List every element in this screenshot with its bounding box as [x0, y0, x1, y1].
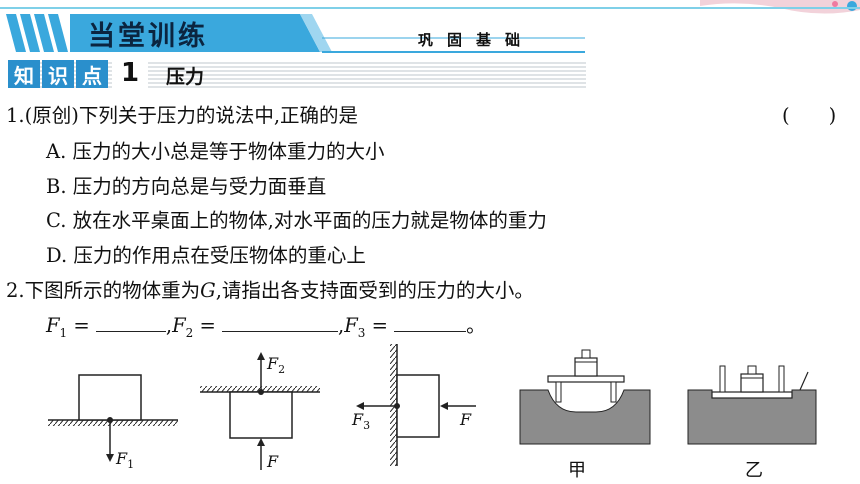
- blank-f2-label: F: [172, 314, 186, 337]
- question-1-text: (原创)下列关于压力的说法中,正确的是: [24, 104, 359, 127]
- option-b: B. 压力的方向总是与受力面垂直: [46, 175, 326, 199]
- question-2-text-a: 下图所示的物体重为: [24, 279, 201, 302]
- blank-f2-sub: 2: [185, 325, 194, 340]
- section-subtitle: 巩固基础: [418, 31, 535, 49]
- blank-f1-input[interactable]: [95, 313, 166, 332]
- fig2-force-letter: F: [267, 354, 279, 373]
- question-1-answer-bracket: ( ): [782, 104, 837, 127]
- blank-sep-2: ,: [338, 314, 345, 337]
- question-2-stem: 2.下图所示的物体重为G,请指出各支持面受到的压力的大小。: [6, 279, 534, 303]
- section-title: 当堂训练: [88, 21, 208, 52]
- knowledge-point-char-2: 识: [42, 60, 74, 88]
- figure-block-on-floor: [48, 374, 178, 462]
- figure-jia-caption: 甲: [568, 460, 586, 481]
- question-1-number: 1.: [6, 104, 25, 127]
- fig1-force-sub: 1: [127, 458, 135, 472]
- blank-f1-eq: =: [73, 314, 90, 337]
- blank-f1-sub: 1: [59, 325, 68, 340]
- question-1-stem: 1.(原创)下列关于压力的说法中,正确的是: [6, 104, 358, 128]
- fig1-force-letter: F: [116, 449, 128, 468]
- question-2-var-g: G: [200, 279, 216, 302]
- fig2-force-sub: 2: [278, 363, 286, 377]
- figure-yi-caption: 乙: [745, 460, 763, 481]
- fig3-push-label: F: [460, 410, 472, 429]
- fig3-force-label: F3: [352, 410, 370, 432]
- fig3-force-letter: F: [352, 410, 364, 429]
- figure-block-on-wall: [356, 344, 476, 466]
- blank-f3-eq: =: [371, 314, 388, 337]
- corner-decoration: [700, 0, 860, 14]
- option-d: D. 压力的作用点在受压物体的重心上: [46, 244, 366, 268]
- question-2-text-b: ,请指出各支持面受到的压力的大小。: [215, 279, 534, 302]
- knowledge-point-char-3: 点: [76, 60, 108, 88]
- fig2-force-label: F2: [267, 354, 285, 376]
- knowledge-point-char-1: 知: [8, 60, 40, 88]
- question-2-blanks: F1 = ,F2 = ,F3 = 。: [46, 313, 486, 345]
- knowledge-point-topic: 压力: [166, 66, 205, 88]
- top-edge-line: [0, 7, 860, 9]
- figure-yi: [687, 365, 817, 445]
- fig1-force-label: F1: [116, 449, 134, 471]
- blank-sep-1: ,: [165, 314, 173, 337]
- fig3-force-sub: 3: [363, 419, 371, 433]
- option-b-key: B.: [46, 175, 67, 198]
- question-2-number: 2.: [6, 279, 25, 302]
- option-a: A. 压力的大小总是等于物体重力的大小: [46, 140, 385, 164]
- option-c-text: 放在水平桌面上的物体,对水平面的压力就是物体的重力: [72, 209, 547, 232]
- option-c-key: C.: [46, 209, 67, 232]
- option-a-text: 压力的大小总是等于物体重力的大小: [72, 140, 385, 163]
- knowledge-point-number: 1: [112, 58, 148, 88]
- blank-f1-label: F: [46, 314, 60, 337]
- blank-f3-sub: 3: [357, 325, 366, 340]
- force-diagrams: [48, 344, 817, 470]
- option-c: C. 放在水平桌面上的物体,对水平面的压力就是物体的重力: [46, 209, 547, 233]
- figure-block-on-ceiling: [200, 352, 320, 470]
- banner-graphic: [6, 14, 585, 53]
- blank-f3-input[interactable]: [394, 313, 467, 332]
- figure-jia: [519, 349, 651, 445]
- option-b-text: 压力的方向总是与受力面垂直: [72, 175, 327, 198]
- option-a-key: A.: [46, 140, 67, 163]
- option-d-text: 压力的作用点在受压物体的重心上: [73, 244, 366, 267]
- blank-end: 。: [466, 314, 486, 337]
- blank-f2-input[interactable]: [222, 313, 339, 332]
- option-d-key: D.: [46, 244, 68, 267]
- blank-f2-eq: =: [199, 314, 216, 337]
- fig2-support-label: F: [267, 452, 279, 471]
- blank-f3-label: F: [344, 314, 358, 337]
